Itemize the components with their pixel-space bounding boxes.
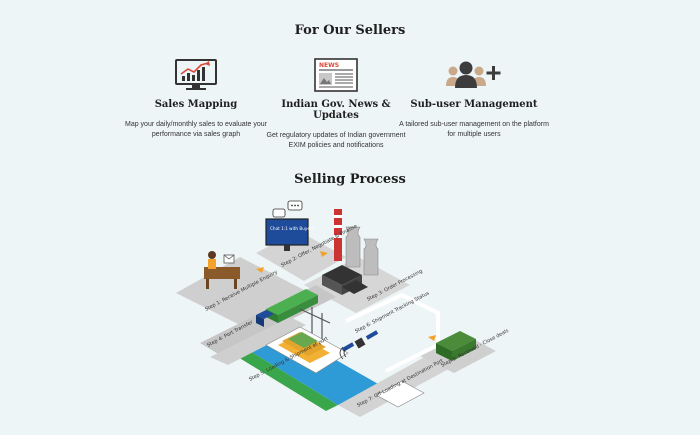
factory-icon <box>322 209 379 295</box>
users-add-icon <box>399 55 549 95</box>
step-5-dock <box>210 317 306 365</box>
truck-icon <box>256 289 318 327</box>
feature-title: Indian Gov. News & Updates <box>281 99 391 121</box>
sales-graph-monitor-icon <box>121 55 271 95</box>
selling-process-diagram: Chat 1:1 with Buyers <box>176 200 510 417</box>
feature-sub-user: Sub-user Management A tailored sub-user … <box>399 55 549 140</box>
feature-title: Sales Mapping <box>154 99 238 110</box>
chat-monitor-icon: Chat 1:1 with Buyers <box>265 200 314 251</box>
arrow-icon <box>428 335 436 341</box>
green-strip <box>228 345 338 411</box>
office-desk-icon <box>204 251 240 289</box>
feature-title: Sub-user Management <box>410 99 538 110</box>
cargo-ship-icon <box>265 326 349 374</box>
arrow-icon <box>256 267 264 273</box>
newspaper-icon: NEWS <box>261 55 411 95</box>
news-icon-text: NEWS <box>319 62 339 69</box>
feature-gov-news: NEWS Indian Gov. News & Updates Get regu… <box>261 55 411 151</box>
arrow-icon <box>320 251 328 257</box>
process-section-title: Selling Process <box>294 172 406 187</box>
tracking-route <box>345 292 440 373</box>
destination-ship-icon <box>375 380 425 408</box>
feature-description: Get regulatory updates of Indian governm… <box>266 132 406 149</box>
chat-bubble-text: Chat 1:1 with Buyers <box>270 226 314 231</box>
sellers-section-title: For Our Sellers <box>294 23 406 38</box>
satellite-icon <box>339 330 379 360</box>
feature-description: A tailored sub-user management on the pl… <box>399 121 549 138</box>
feature-sales-mapping: Sales Mapping Map your daily/monthly sal… <box>121 55 271 140</box>
feature-description: Map your daily/monthly sales to evaluate… <box>124 121 268 138</box>
warehouse-icon <box>436 331 476 361</box>
